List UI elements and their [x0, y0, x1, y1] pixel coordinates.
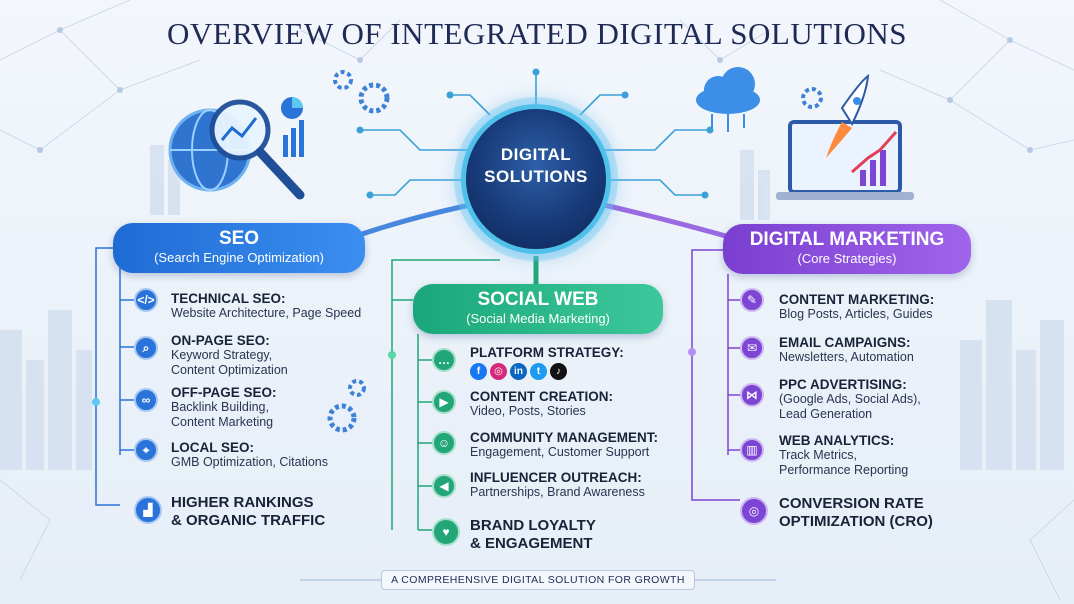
linkedin-icon: in	[510, 363, 527, 380]
instagram-icon: ◎	[490, 363, 507, 380]
hub-circle	[461, 104, 611, 254]
footer-banner: A COMPREHENSIVE DIGITAL SOLUTION FOR GRO…	[381, 570, 695, 590]
social-item-desc: Engagement, Customer Support	[470, 445, 650, 459]
social-item-community: COMMUNITY MANAGEMENT: Engagement, Custom…	[470, 430, 658, 460]
link-icon: ∞	[134, 388, 158, 412]
bar-chart-icon-seo	[283, 120, 304, 157]
marketing-outcome-line2: OPTIMIZATION (CRO)	[779, 513, 933, 530]
seo-item-title: TECHNICAL SEO:	[171, 291, 286, 306]
seo-outcome: HIGHER RANKINGS & ORGANIC TRAFFIC	[171, 494, 325, 530]
megaphone-icon: ◀	[432, 474, 456, 498]
page-title: OVERVIEW OF INTEGRATED DIGITAL SOLUTIONS	[166, 16, 907, 51]
social-item-title: PLATFORM STRATEGY:	[470, 345, 624, 360]
marketing-pill: DIGITAL MARKETING (Core Strategies)	[723, 224, 971, 274]
hub-circuit-rays	[360, 72, 710, 196]
network-icon: ⋈	[740, 383, 764, 407]
social-outcome: BRAND LOYALTY & ENGAGEMENT	[470, 517, 596, 553]
social-outcome-line1: BRAND LOYALTY	[470, 517, 596, 534]
marketing-item-desc: Performance Reporting	[779, 463, 909, 477]
marketing-outcome: CONVERSION RATE OPTIMIZATION (CRO)	[779, 495, 933, 531]
conversion-icon: ◎	[740, 497, 768, 525]
marketing-item-desc: (Google Ads, Social Ads),	[779, 392, 921, 406]
seo-item-title: OFF-PAGE SEO:	[171, 385, 277, 400]
video-play-icon: ▶	[432, 390, 456, 414]
seo-item-offpage: OFF-PAGE SEO: Backlink Building, Content…	[171, 385, 277, 430]
seo-heading: SEO	[218, 228, 260, 249]
social-platform-icons: f ◎ in t ♪	[470, 363, 567, 380]
marketing-item-title: WEB ANALYTICS:	[779, 433, 895, 448]
globe-magnifier-icon	[168, 99, 305, 200]
marketing-subheading: (Core Strategies)	[797, 251, 897, 266]
social-item-title: INFLUENCER OUTREACH:	[470, 470, 642, 485]
hub-label: DIGITAL SOLUTIONS	[461, 144, 611, 188]
facebook-icon: f	[470, 363, 487, 380]
social-item-desc: Video, Posts, Stories	[470, 404, 586, 418]
seo-item-title: ON-PAGE SEO:	[171, 333, 270, 348]
social-subheading: (Social Media Marketing)	[466, 311, 610, 326]
seo-item-desc: Website Architecture, Page Speed	[171, 306, 362, 320]
marketing-item-title: PPC ADVERTISING:	[779, 377, 907, 392]
social-item-title: CONTENT CREATION:	[470, 389, 613, 404]
pie-chart-icon	[281, 97, 303, 119]
seo-pill: SEO (Search Engine Optimization)	[113, 223, 365, 273]
social-item-influencer: INFLUENCER OUTREACH: Partnerships, Brand…	[470, 470, 645, 500]
laptop-rocket-icon	[776, 73, 914, 200]
seo-item-onpage: ON-PAGE SEO: Keyword Strategy, Content O…	[171, 333, 288, 378]
seo-outcome-line1: HIGHER RANKINGS	[171, 494, 314, 511]
city-skyline-right	[740, 150, 1064, 470]
marketing-item-content: CONTENT MARKETING: Blog Posts, Articles,…	[779, 292, 934, 322]
marketing-outcome-line1: CONVERSION RATE	[779, 495, 924, 512]
hub-label-line1: DIGITAL	[500, 145, 572, 164]
envelope-icon: ✉	[740, 336, 764, 360]
gear-icon	[327, 70, 823, 433]
seo-item-desc: Backlink Building,	[171, 400, 269, 414]
chat-bubble-icon: …	[432, 348, 456, 372]
marketing-item-desc: Lead Generation	[779, 407, 873, 421]
tiktok-icon: ♪	[550, 363, 567, 380]
search-icon: ⌕	[134, 336, 158, 360]
twitter-icon: t	[530, 363, 547, 380]
marketing-item-email: EMAIL CAMPAIGNS: Newsletters, Automation	[779, 335, 914, 365]
social-heading: SOCIAL WEB	[477, 289, 599, 310]
seo-item-technical: TECHNICAL SEO: Website Architecture, Pag…	[171, 291, 361, 321]
document-pen-icon: ✎	[740, 288, 764, 312]
marketing-item-desc: Blog Posts, Articles, Guides	[779, 307, 933, 321]
location-pin-icon: ⌖	[134, 438, 158, 462]
marketing-item-title: EMAIL CAMPAIGNS:	[779, 335, 911, 350]
marketing-item-ppc: PPC ADVERTISING: (Google Ads, Social Ads…	[779, 377, 921, 422]
marketing-item-title: CONTENT MARKETING:	[779, 292, 935, 307]
cloud-icon	[696, 67, 760, 132]
people-icon: ☺	[432, 431, 456, 455]
seo-item-desc: GMB Optimization, Citations	[171, 455, 328, 469]
marketing-item-desc: Newsletters, Automation	[779, 350, 914, 364]
social-pill: SOCIAL WEB (Social Media Marketing)	[413, 284, 663, 334]
marketing-heading: DIGITAL MARKETING	[749, 229, 945, 250]
hub-label-line2: SOLUTIONS	[484, 167, 588, 186]
social-item-desc: Partnerships, Brand Awareness	[470, 485, 645, 499]
connector-marketing	[603, 202, 741, 243]
seo-item-local: LOCAL SEO: GMB Optimization, Citations	[171, 440, 328, 470]
seo-item-title: LOCAL SEO:	[171, 440, 255, 455]
code-window-icon: </>	[134, 288, 158, 312]
heart-chat-icon: ♥	[432, 518, 460, 546]
seo-subheading: (Search Engine Optimization)	[154, 250, 324, 265]
social-item-platform: PLATFORM STRATEGY:	[470, 345, 624, 360]
city-skyline-left	[0, 145, 180, 470]
marketing-item-analytics: WEB ANALYTICS: Track Metrics, Performanc…	[779, 433, 908, 478]
seo-item-desc: Content Optimization	[171, 363, 288, 377]
seo-outcome-line2: & ORGANIC TRAFFIC	[171, 512, 326, 529]
social-outcome-line2: & ENGAGEMENT	[470, 535, 593, 552]
social-item-title: COMMUNITY MANAGEMENT:	[470, 430, 658, 445]
marketing-item-desc: Track Metrics,	[779, 448, 858, 462]
seo-item-desc: Content Marketing	[171, 415, 274, 429]
social-item-content: CONTENT CREATION: Video, Posts, Stories	[470, 389, 613, 419]
growth-chart-icon: ▟	[134, 496, 162, 524]
bar-chart-icon: ▥	[740, 438, 764, 462]
seo-item-desc: Keyword Strategy,	[171, 348, 273, 362]
